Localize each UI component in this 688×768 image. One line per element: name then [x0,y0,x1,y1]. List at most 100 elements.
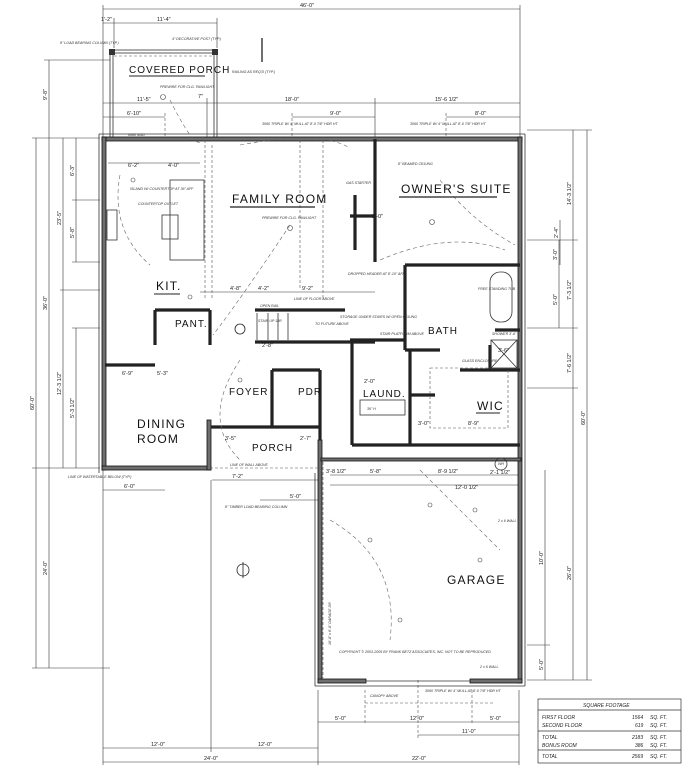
dimension-label: 1'-2" [101,17,112,23]
note: LINE OF FLOOR ABOVE [294,297,335,301]
column-icon [212,49,218,55]
electrical-layout [117,94,516,641]
column-icon [109,49,115,55]
shower-icon [490,339,518,369]
dimension-label: 4'-0" [168,163,179,169]
note: COUNTERTOP OUTLET [138,202,179,206]
dimension-label: 4'-8" [230,286,241,292]
note: 4" DECORATIVE POST (TYP.) [172,37,221,41]
light-fixture-icon [429,219,435,225]
dimension-label: 22'-0" [412,756,426,762]
room-label-porch: PORCH [252,443,293,454]
note: WH [498,462,504,466]
note: 8" TIMBER LOAD BEARING COLUMN [225,505,288,509]
light-fixture-icon [187,294,193,300]
note: STORAGE UNDER STAIRS W/ OPEN CEILING [340,315,417,319]
tub-icon [489,271,513,323]
row-value: 1564 [632,715,643,721]
row-value: 2183 [631,735,643,741]
dimension-label: 7" [198,94,203,100]
table-row: TOTAL 2569 SQ. FT. [542,754,667,760]
row-value: 2569 [631,754,643,760]
light-fixture-icon [427,502,433,508]
row-label: TOTAL [542,754,558,760]
note: CANOPY ABOVE [370,694,399,698]
note: TO FUTURE ABOVE [315,322,349,326]
dimension-label: 6'-9" [122,371,133,377]
room-label-laundry: LAUND. [363,389,406,400]
row-unit: SQ. FT. [650,715,667,721]
dimension-label: 3'-6" [498,348,509,354]
note: STAIR PLATFORM ABOVE [380,332,424,336]
room-label-wic: WIC [477,399,504,413]
dimension-label: 8'-0" [475,111,486,117]
dimension-label: 5'-3" [157,371,168,377]
dimension-label: 5'-0" [490,716,501,722]
note: 2 x 6 WALL [497,519,517,523]
note: SHOWER 3'-6" [492,332,517,336]
dimension-label: 6'-3" [70,165,76,176]
dimension-lines [32,5,592,765]
dimension-label: 5'-8" [70,227,76,238]
dimension-label: 2'-7" [300,436,311,442]
dimension-label: 11'-5" [137,97,151,103]
dimension-label: 4'-2" [258,286,269,292]
dimension-label: 6'-0" [124,484,135,490]
room-label-foyer: FOYER [229,387,268,398]
note: OPEN RAIL [260,304,279,308]
table-title: SQUARE FOOTAGE [583,703,630,709]
dimension-label: 6'-2" [128,163,139,169]
stair-direction-icon [234,323,246,335]
note: DROPPED HEADER AT 8'-10" AFF [348,272,406,276]
row-label: BONUS ROOM [542,743,578,749]
dimension-label: 10'-0" [539,551,545,565]
row-unit: SQ. FT. [650,754,667,760]
room-label-bath: BATH [428,326,458,337]
dimension-label: 12'-0" [410,716,424,722]
row-unit: SQ. FT. [650,735,667,741]
dimension-label: 3'-5" [225,436,236,442]
light-fixture-icon [367,537,373,543]
dimension-label: 36'-0" [43,296,49,310]
note: LINE OF WATERTABLE BELOW (TYP.) [68,475,132,479]
note: RAILING AS REQ'D (TYP.) [232,70,275,74]
dimension-label: 8'-9 1/2" [438,469,458,475]
dimension-label: 9'-8" [43,89,49,100]
table-row: TOTAL 2183 SQ. FT. [542,735,667,741]
water-heater-icon [494,457,508,471]
dimension-label: 11'-4" [157,17,171,23]
interior-walls [105,139,520,678]
dimension-label: 12'-0" [258,742,272,748]
dimension-label: 3'-0" [418,421,429,427]
note: ISLAND W/ COUNTERTOP AT 36" AFF [130,187,194,191]
note: 6080 SGD [128,133,145,137]
room-label-garage: GARAGE [447,573,506,587]
note: PREWIRE FOR CLG. FAN/LIGHT [262,216,317,220]
dimension-label: 18'-0" [285,97,299,103]
dimension-label: 5'-0" [290,494,301,500]
light-fixture-icon [472,507,478,513]
table-row: BONUS ROOM 386 SQ. FT. [542,743,667,749]
note: 8" BEAMED CEILING [398,162,433,166]
light-fixture-icon [237,377,243,383]
dimension-label: 3'-0" [553,249,559,260]
note: STAIR UP 18R [258,319,282,323]
dimension-label: 9'-0" [330,111,341,117]
note: 2 x 6 WALL [479,665,499,669]
note: LINE OF WALL ABOVE [230,463,268,467]
light-fixture-icon [397,617,403,623]
dimension-label: 12'-3 1/2" [57,372,63,395]
dimension-label: 2'-0" [372,214,383,220]
note: GLASS ENCLOSURE [462,359,498,363]
row-value: 386 [635,743,644,749]
note: GAS STARTER [346,181,371,185]
note: 16'-0" x 8'-0" GARAGE DR [328,602,332,645]
dimension-label: 12'-0" [151,742,165,748]
dimension-label: 6'-10" [127,111,141,117]
dimension-label: 23'-5" [57,211,63,225]
dimension-label: 46'-0" [300,3,314,9]
note: 36" H [367,407,376,411]
dimension-label: 60'-0" [30,396,36,410]
room-label-kitchen: KIT. [156,279,181,293]
